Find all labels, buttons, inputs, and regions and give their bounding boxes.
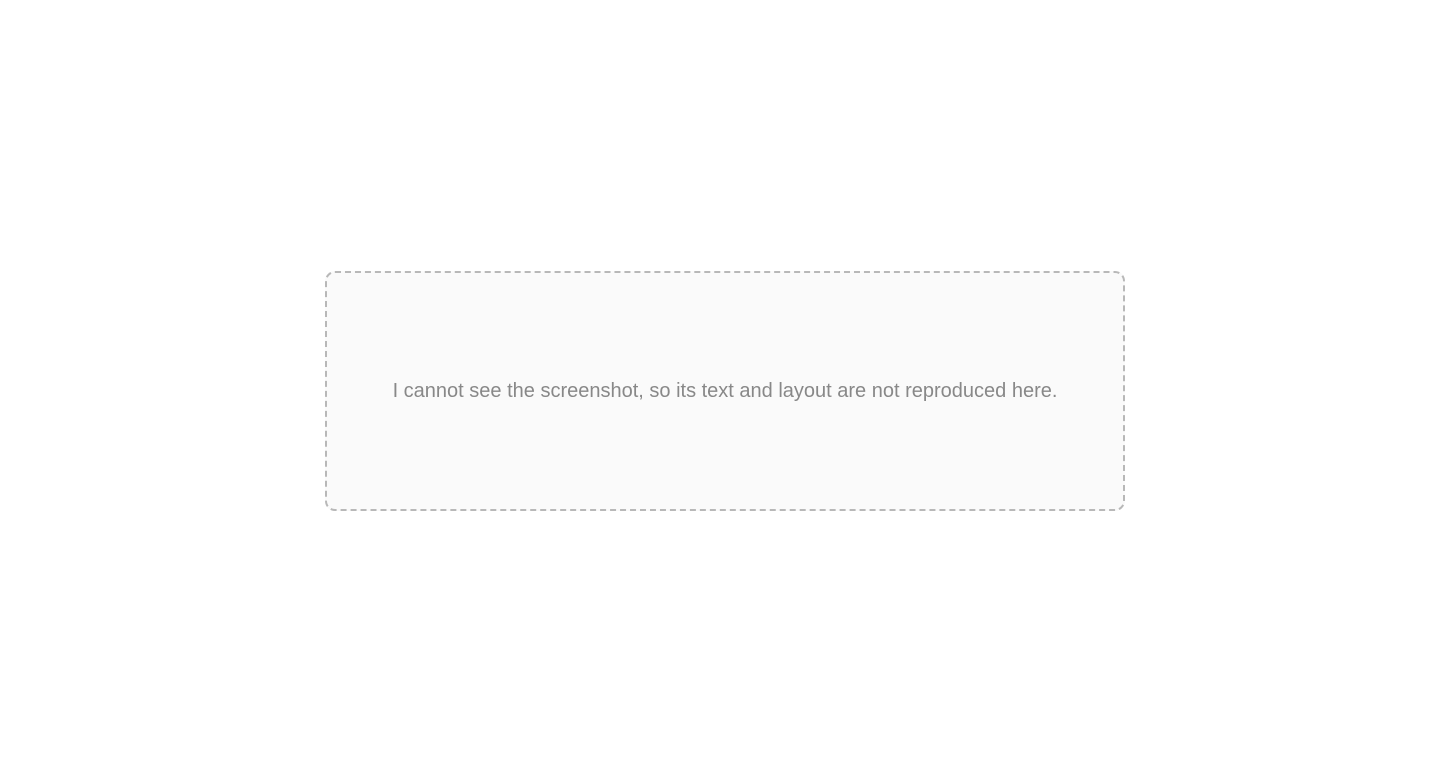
missing-image-notice: I cannot see the screenshot, so its text…	[325, 271, 1125, 511]
